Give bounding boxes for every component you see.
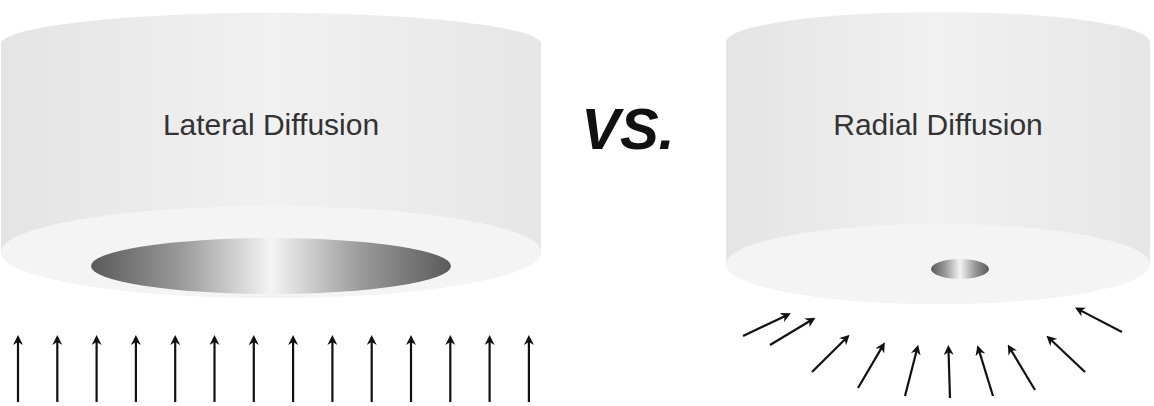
- wide-bore: [91, 238, 451, 294]
- flow-arrow: [410, 340, 412, 402]
- narrow-bore: [931, 259, 989, 279]
- flow-arrow: [135, 340, 137, 402]
- flow-arrow: [174, 340, 176, 402]
- flow-arrow: [948, 350, 950, 398]
- flow-arrow: [812, 338, 846, 372]
- flow-arrow: [1010, 349, 1035, 390]
- cylinder-title: Lateral Diffusion: [163, 108, 379, 142]
- flow-arrow: [770, 320, 811, 345]
- flow-arrow: [1079, 310, 1122, 332]
- flow-arrow: [56, 340, 58, 402]
- flow-arrow: [489, 340, 491, 402]
- cylinder-label-box: Radial Diffusion: [740, 95, 1136, 155]
- flow-arrow: [331, 340, 333, 402]
- flow-arrow: [979, 350, 993, 396]
- flow-arrow: [371, 340, 373, 402]
- versus-label: VS.: [581, 95, 675, 162]
- flow-arrow: [17, 340, 19, 402]
- cylinder-label-box: Lateral Diffusion: [30, 95, 512, 155]
- cylinder-title: Radial Diffusion: [833, 108, 1043, 142]
- flow-arrow: [253, 340, 255, 402]
- flow-arrow: [449, 340, 451, 402]
- cylinder-side: [726, 12, 1150, 304]
- cylinder-base: [726, 224, 1150, 304]
- flow-arrow: [95, 340, 97, 402]
- flow-arrow: [292, 340, 294, 402]
- cylinder-base: [1, 206, 541, 298]
- flow-arrow: [743, 315, 786, 336]
- cylinder-side: [1, 13, 541, 298]
- flow-arrow: [213, 340, 215, 402]
- flow-arrow: [905, 350, 917, 396]
- flow-arrow: [1050, 339, 1085, 372]
- flow-arrow: [858, 347, 882, 388]
- flow-arrow: [528, 340, 530, 402]
